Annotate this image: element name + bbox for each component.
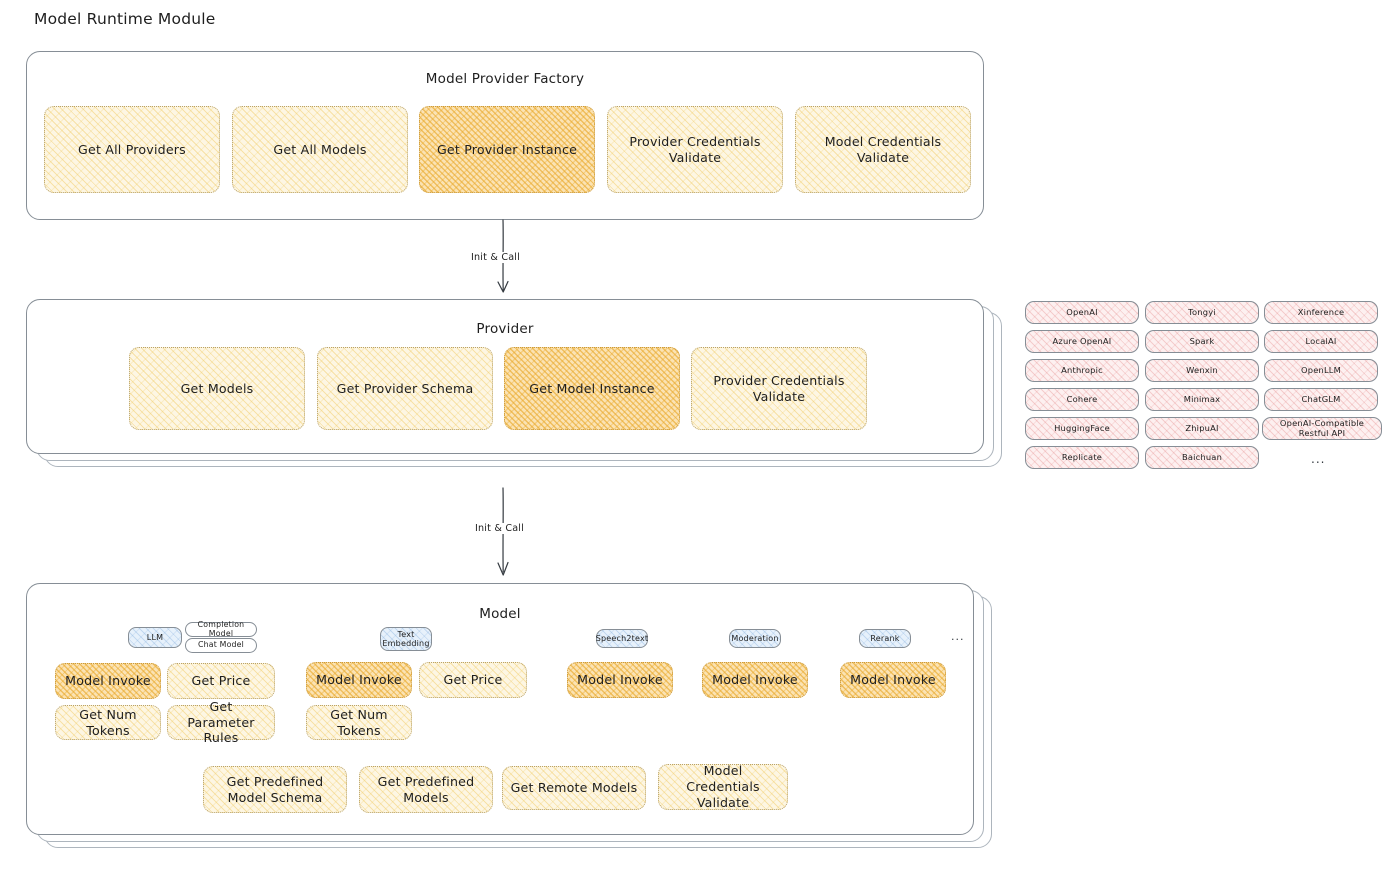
provider-node-get-models[interactable]: Get Models — [129, 347, 305, 430]
model-subtype-badge-chat-model[interactable]: Chat Model — [185, 638, 257, 653]
provider-chip-openllm[interactable]: OpenLLM — [1264, 359, 1378, 382]
text-embedding-op-model-invoke[interactable]: Model Invoke — [306, 662, 412, 698]
model-subtype-badge-completion-model[interactable]: Completion Model — [185, 620, 257, 637]
provider-chip-spark[interactable]: Spark — [1145, 330, 1259, 353]
model-common-op-get-predefined-model-schema[interactable]: Get Predefined Model Schema — [203, 766, 347, 813]
page-title: Model Runtime Module — [34, 10, 216, 28]
provider-chip-zhipuai[interactable]: ZhipuAI — [1145, 417, 1259, 440]
model-type-badge-llm[interactable]: LLM — [128, 627, 182, 648]
arrow-provider-to-model — [497, 487, 509, 576]
model-type-badge-text-embedding[interactable]: Text Embedding — [380, 627, 432, 651]
factory-node-get-all-models[interactable]: Get All Models — [232, 106, 408, 193]
speech2text-op-model-invoke[interactable]: Model Invoke — [567, 662, 673, 698]
model-title: Model — [479, 606, 521, 622]
provider-chip-chatglm[interactable]: ChatGLM — [1264, 388, 1378, 411]
provider-node-get-model-instance[interactable]: Get Model Instance — [504, 347, 680, 430]
rerank-op-model-invoke[interactable]: Model Invoke — [840, 662, 946, 698]
model-type-badge-speech2text[interactable]: Speech2text — [596, 629, 648, 648]
moderation-op-model-invoke[interactable]: Model Invoke — [702, 662, 808, 698]
model-common-op-get-predefined-models[interactable]: Get Predefined Models — [359, 766, 493, 813]
provider-chip-minimax[interactable]: Minimax — [1145, 388, 1259, 411]
text-embedding-op-get-price[interactable]: Get Price — [419, 662, 527, 698]
arrow-label-init-and-call-2: Init & Call — [472, 523, 528, 534]
text-embedding-op-get-num-tokens[interactable]: Get Num Tokens — [306, 705, 412, 740]
model-common-op-model-credentials-validate[interactable]: Model Credentials Validate — [658, 763, 788, 810]
factory-node-provider-credentials-validate[interactable]: Provider Credentials Validate — [607, 106, 783, 193]
model-type-badge-moderation[interactable]: Moderation — [729, 629, 781, 648]
provider-chip-azure-openai[interactable]: Azure OpenAI — [1025, 330, 1139, 353]
model-types-more-ellipsis: ... — [951, 630, 965, 643]
provider-chip-anthropic[interactable]: Anthropic — [1025, 359, 1139, 382]
provider-list-more-ellipsis: ... — [1311, 452, 1326, 466]
provider-node-provider-credentials-validate[interactable]: Provider Credentials Validate — [691, 347, 867, 430]
provider-chip-xinference[interactable]: Xinference — [1264, 301, 1378, 324]
arrow-label-init-and-call-1: Init & Call — [468, 252, 524, 263]
provider-chip-openai[interactable]: OpenAI — [1025, 301, 1139, 324]
factory-node-model-credentials-validate[interactable]: Model Credentials Validate — [795, 106, 971, 193]
provider-chip-baichuan[interactable]: Baichuan — [1145, 446, 1259, 469]
provider-title: Provider — [476, 321, 534, 337]
provider-chip-huggingface[interactable]: HuggingFace — [1025, 417, 1139, 440]
provider-chip-openai-compatible-restful-api[interactable]: OpenAI-Compatible Restful API — [1262, 417, 1382, 440]
llm-op-get-num-tokens[interactable]: Get Num Tokens — [55, 705, 161, 740]
factory-node-get-provider-instance[interactable]: Get Provider Instance — [419, 106, 595, 193]
provider-chip-tongyi[interactable]: Tongyi — [1145, 301, 1259, 324]
model-provider-factory-title: Model Provider Factory — [425, 71, 585, 87]
provider-chip-replicate[interactable]: Replicate — [1025, 446, 1139, 469]
model-type-badge-rerank[interactable]: Rerank — [859, 629, 911, 648]
llm-op-get-parameter-rules[interactable]: Get Parameter Rules — [167, 699, 275, 745]
factory-node-get-all-providers[interactable]: Get All Providers — [44, 106, 220, 193]
llm-op-model-invoke[interactable]: Model Invoke — [55, 663, 161, 699]
provider-chip-cohere[interactable]: Cohere — [1025, 388, 1139, 411]
llm-op-get-price[interactable]: Get Price — [167, 663, 275, 699]
provider-chip-localai[interactable]: LocalAI — [1264, 330, 1378, 353]
provider-node-get-provider-schema[interactable]: Get Provider Schema — [317, 347, 493, 430]
model-common-op-get-remote-models[interactable]: Get Remote Models — [502, 766, 646, 810]
provider-chip-wenxin[interactable]: Wenxin — [1145, 359, 1259, 382]
